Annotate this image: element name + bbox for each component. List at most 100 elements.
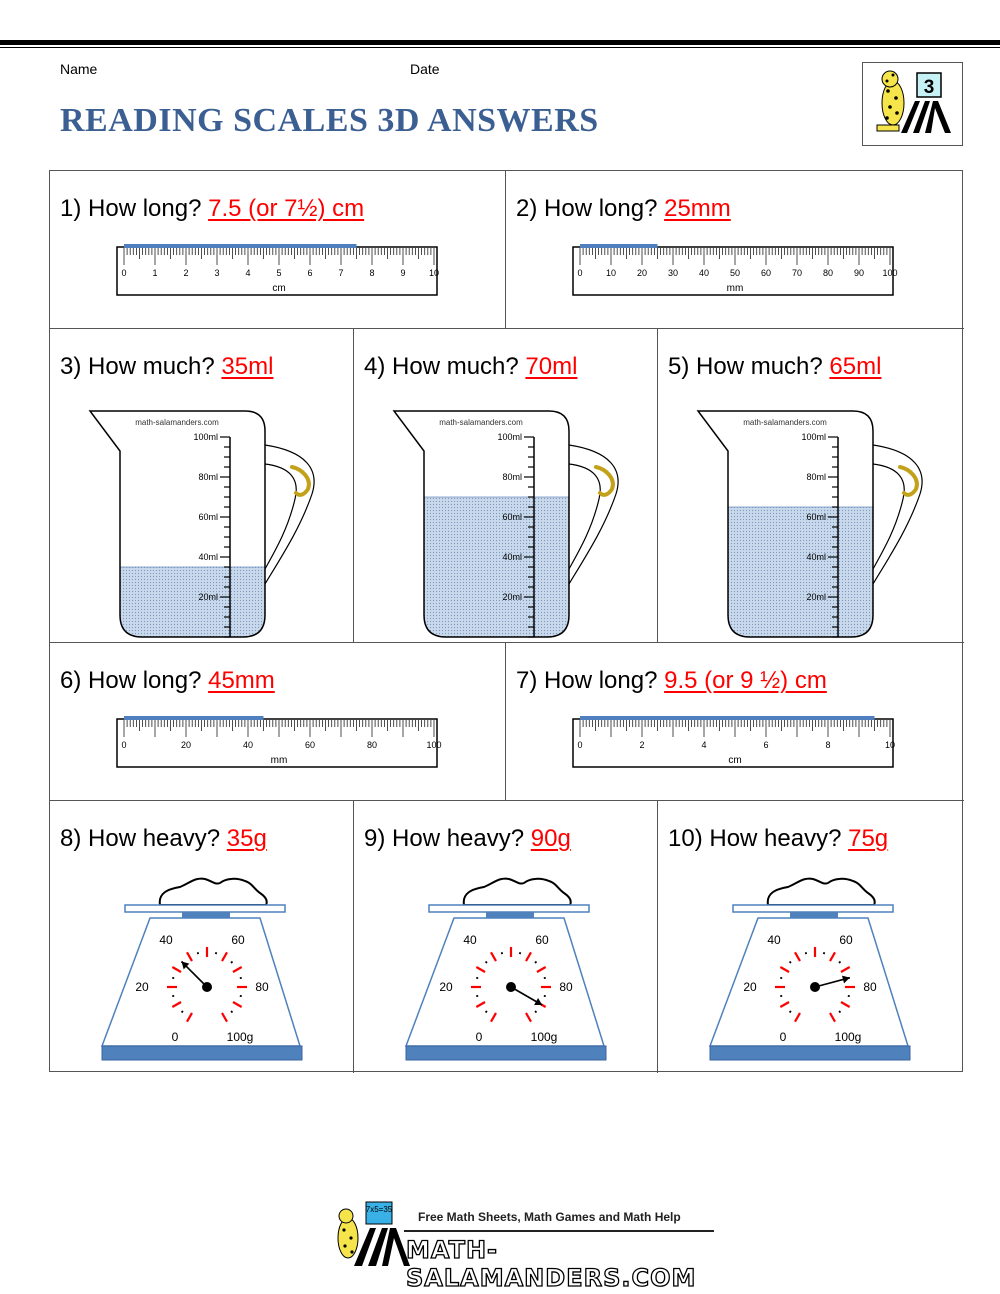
svg-text:1: 1	[152, 268, 157, 278]
answer-1: 7.5 (or 7½) cm	[208, 195, 365, 222]
name-label: Name	[60, 61, 98, 77]
header-rule-thick	[0, 40, 1000, 45]
svg-text:20: 20	[637, 268, 647, 278]
measuring-jug: math-salamanders.com100ml80ml60ml40ml20m…	[88, 410, 315, 638]
logo-digit: 3	[924, 77, 935, 98]
svg-text:100ml: 100ml	[497, 432, 522, 442]
svg-text:4: 4	[245, 268, 250, 278]
svg-text:math-salamanders.com: math-salamanders.com	[135, 418, 219, 427]
salamander-easel-icon: 3	[876, 70, 951, 133]
svg-text:0: 0	[121, 740, 126, 750]
svg-text:20: 20	[135, 980, 149, 994]
svg-text:60: 60	[761, 268, 771, 278]
footer-tagline: Free Math Sheets, Math Games and Math He…	[418, 1210, 681, 1224]
measuring-jug: math-salamanders.com 100ml 80ml 60ml 40ml 20m…	[696, 410, 923, 638]
svg-text:20ml: 20ml	[806, 592, 826, 602]
svg-text:40ml: 40ml	[198, 552, 218, 562]
header-rule-thin	[0, 47, 1000, 48]
answer-5: 65ml	[829, 353, 882, 380]
svg-text:0: 0	[172, 1030, 179, 1044]
svg-text:100ml: 100ml	[801, 432, 826, 442]
footer-divider	[404, 1230, 714, 1232]
measuring-jug: math-salamanders.com100ml80ml60ml40ml20m…	[392, 410, 619, 638]
svg-text:40: 40	[243, 740, 253, 750]
question-1: 1) How long? 7.5 (or 7½) cm	[60, 195, 365, 222]
svg-text:mm: mm	[727, 283, 744, 294]
answer-7: 9.5 (or 9 ½) cm	[664, 667, 827, 694]
question-2: 2) How long? 25mm	[516, 195, 731, 222]
footer-brand-logo: 7x5=35 Free Math Sheets, Math Games and …	[326, 1200, 716, 1293]
svg-text:80ml: 80ml	[198, 472, 218, 482]
svg-text:0: 0	[577, 268, 582, 278]
svg-text:cm: cm	[272, 283, 285, 294]
svg-text:7x5=35: 7x5=35	[366, 1205, 393, 1214]
svg-text:90: 90	[854, 268, 864, 278]
question-4: 4) How much? 70ml	[364, 353, 578, 380]
svg-text:10: 10	[429, 268, 439, 278]
svg-text:40ml: 40ml	[806, 552, 826, 562]
answer-9: 90g	[530, 825, 571, 852]
svg-text:4: 4	[701, 740, 706, 750]
svg-text:60: 60	[305, 740, 315, 750]
svg-text:40: 40	[767, 933, 781, 947]
svg-text:100g: 100g	[531, 1030, 558, 1044]
answer-4: 70ml	[525, 353, 578, 380]
svg-text:3: 3	[214, 268, 219, 278]
svg-text:20: 20	[181, 740, 191, 750]
svg-text:30: 30	[668, 268, 678, 278]
answer-2: 25mm	[664, 195, 731, 222]
svg-text:40: 40	[159, 933, 173, 947]
question-5-cell: 5) How much? 65ml math-salamanders.com 10…	[658, 329, 964, 643]
svg-text:80: 80	[823, 268, 833, 278]
svg-text:6: 6	[307, 268, 312, 278]
svg-text:100ml: 100ml	[193, 432, 218, 442]
question-9: 9) How heavy? 90g	[364, 825, 571, 852]
svg-text:100: 100	[426, 740, 441, 750]
question-4-cell: 4) How much? 70ml math-salamanders.com 10…	[354, 329, 658, 643]
svg-text:40: 40	[699, 268, 709, 278]
svg-text:60ml: 60ml	[806, 512, 826, 522]
svg-text:70: 70	[792, 268, 802, 278]
svg-text:60: 60	[535, 933, 549, 947]
footer-brand-text: MATH-SALAMANDERS.COM	[405, 1235, 697, 1292]
svg-text:math-salamanders.com: math-salamanders.com	[743, 418, 827, 427]
svg-text:40: 40	[463, 933, 477, 947]
svg-text:20ml: 20ml	[502, 592, 522, 602]
svg-text:50: 50	[730, 268, 740, 278]
svg-text:9: 9	[400, 268, 405, 278]
svg-text:100g: 100g	[227, 1030, 254, 1044]
question-7: 7) How long? 9.5 (or 9 ½) cm	[516, 667, 827, 694]
svg-text:20: 20	[743, 980, 757, 994]
svg-text:60ml: 60ml	[502, 512, 522, 522]
svg-text:cm: cm	[728, 755, 741, 766]
svg-text:60ml: 60ml	[198, 512, 218, 522]
svg-text:80: 80	[367, 740, 377, 750]
svg-text:80ml: 80ml	[502, 472, 522, 482]
svg-text:2: 2	[183, 268, 188, 278]
svg-text:6: 6	[763, 740, 768, 750]
svg-text:8: 8	[825, 740, 830, 750]
answer-6: 45mm	[208, 667, 275, 694]
salamander-logo: 3	[862, 62, 963, 146]
svg-text:10: 10	[606, 268, 616, 278]
page-title: READING SCALES 3D ANSWERS	[60, 102, 599, 139]
svg-text:80ml: 80ml	[806, 472, 826, 482]
svg-text:math-salamanders.com: math-salamanders.com	[439, 418, 523, 427]
question-5: 5) How much? 65ml	[668, 353, 882, 380]
svg-text:0: 0	[780, 1030, 787, 1044]
question-3: 3) How much? 35ml	[60, 353, 274, 380]
svg-text:10: 10	[885, 740, 895, 750]
svg-text:80: 80	[863, 980, 877, 994]
salamander-footer-icon: 7x5=35	[337, 1201, 410, 1266]
